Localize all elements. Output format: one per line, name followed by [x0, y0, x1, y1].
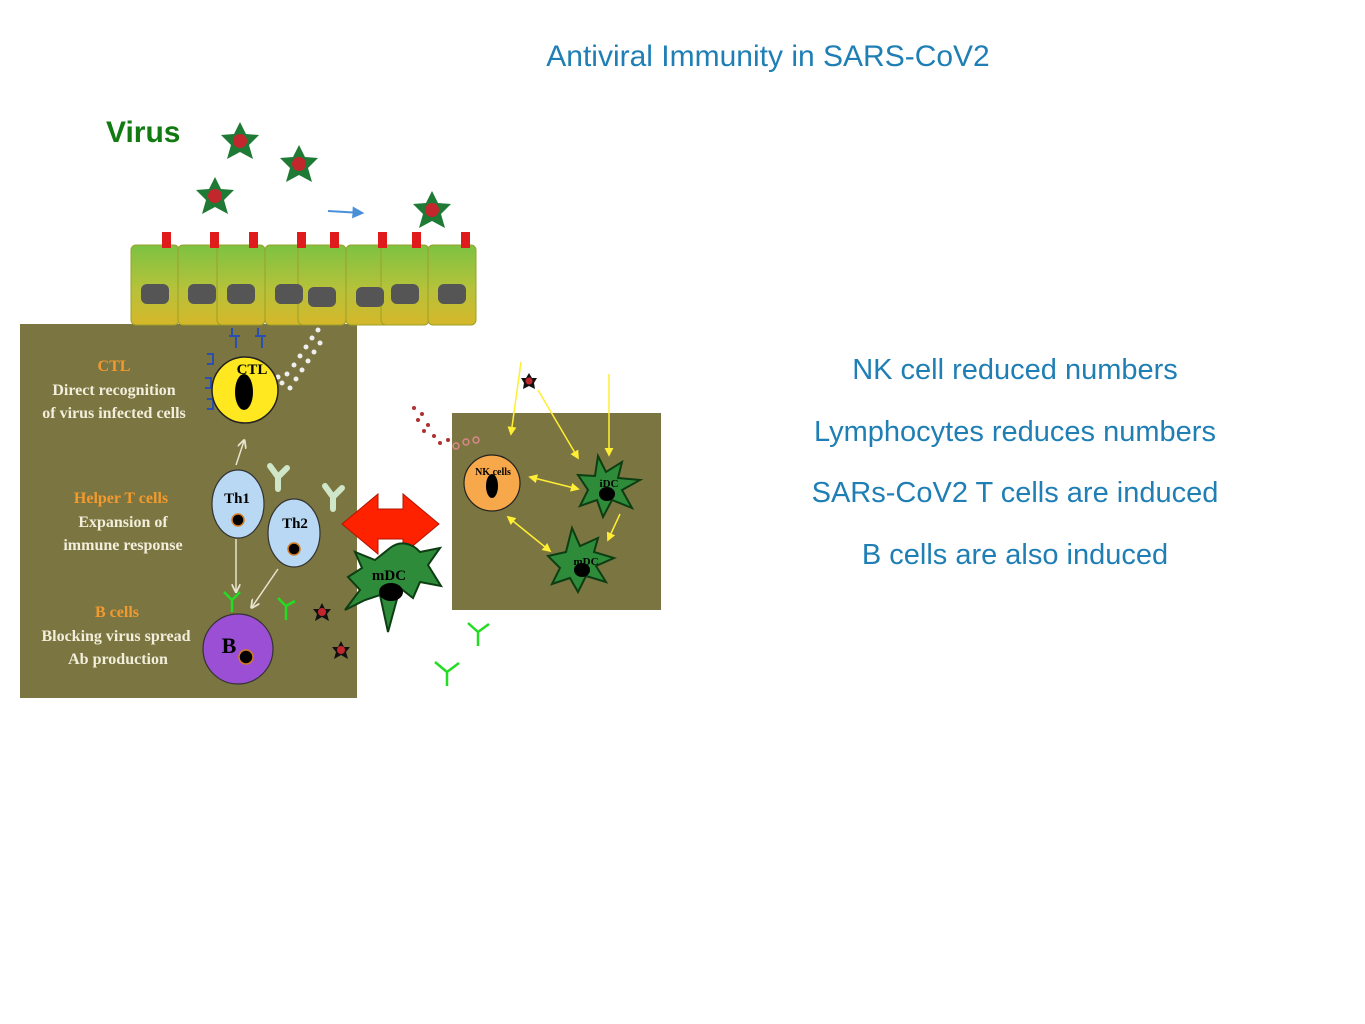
- th2-cell: Th2: [267, 498, 321, 568]
- bcell-heading: B cells: [95, 604, 139, 621]
- mdc-cell: mDC: [344, 542, 444, 633]
- innate-arrows: [506, 361, 621, 553]
- chemokine-dots-2: [452, 436, 480, 450]
- th2-label: Th2: [282, 516, 308, 532]
- mdc-label: mDC: [372, 568, 406, 584]
- helper-desc-line2: immune response: [63, 537, 182, 554]
- virus-particles: [196, 122, 451, 228]
- nk-cell: NK cells: [463, 454, 521, 512]
- tcr-receptors: [205, 328, 266, 410]
- epithelial-layer: [130, 232, 477, 326]
- mdc2-cell: mDC: [546, 524, 617, 595]
- ctl-heading: CTL: [98, 358, 131, 375]
- bullet-item: Lymphocytes reduces numbers: [814, 415, 1216, 448]
- left-panel-arrows: [236, 441, 279, 607]
- slide-title: Antiviral Immunity in SARS-CoV2: [546, 40, 990, 73]
- b-cell-label: B: [222, 633, 237, 658]
- ctl-cell: CTL: [211, 356, 279, 424]
- nk-label: NK cells: [475, 467, 511, 478]
- chemokine-dots: [412, 406, 450, 445]
- bullet-item: SARs-CoV2 T cells are induced: [811, 477, 1219, 509]
- cytokine-dots: [275, 327, 323, 391]
- left-panel-text: CTL Direct recognition of virus infected…: [41, 358, 190, 668]
- antibodies: [223, 591, 490, 686]
- helper-desc-line1: Expansion of: [78, 514, 168, 531]
- ctl-desc-line1: Direct recognition: [52, 382, 175, 399]
- exchange-arrow: [341, 492, 440, 556]
- virus-label: Virus: [106, 116, 181, 149]
- virus-direction-arrow: [327, 206, 365, 219]
- idc-cell: iDC: [576, 452, 644, 520]
- virus-fragments: [313, 373, 537, 659]
- ctl-desc-line2: of virus infected cells: [42, 405, 186, 422]
- idc-label: iDC: [600, 478, 619, 490]
- bcell-desc-line2: Ab production: [68, 651, 168, 668]
- immunity-diagram: CTL Direct recognition of virus infected…: [20, 122, 661, 698]
- bullet-list: NK cell reduced numbers Lymphocytes redu…: [760, 348, 1270, 594]
- ctl-cell-label: CTL: [237, 362, 268, 378]
- cytokine-receptors: [267, 463, 345, 512]
- th1-label: Th1: [224, 491, 250, 507]
- bcell-desc-line1: Blocking virus spread: [41, 628, 190, 645]
- mdc2-label: mDC: [573, 556, 598, 568]
- bullet-item: NK cell reduced numbers: [852, 354, 1178, 386]
- helper-heading: Helper T cells: [74, 490, 168, 507]
- th1-cell: Th1: [211, 469, 265, 539]
- bullet-item: B cells are also induced: [861, 538, 1169, 571]
- b-cell: B: [202, 613, 274, 685]
